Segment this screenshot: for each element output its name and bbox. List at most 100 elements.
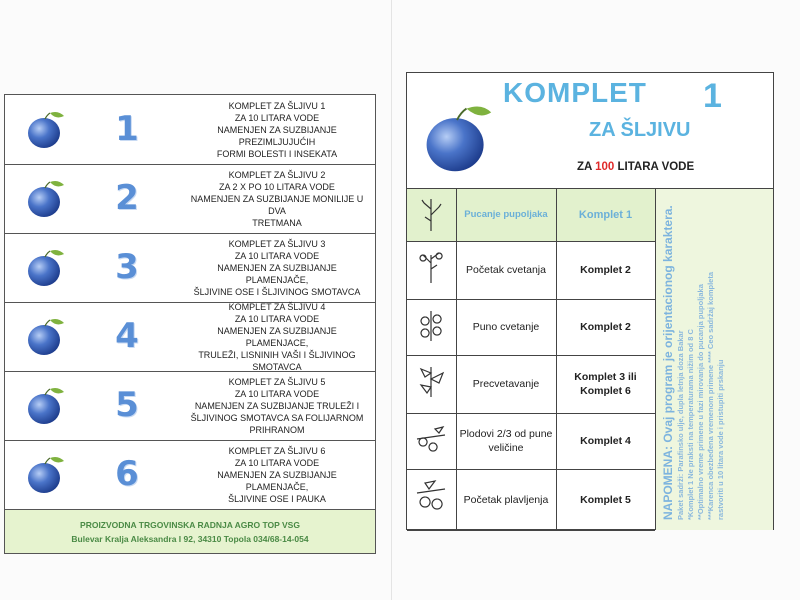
kit-description-line: ŠLJIVINE OSE I PAUKA: [228, 494, 326, 504]
program-number: 1: [703, 77, 722, 115]
stage-illustration-icon: [416, 426, 446, 452]
kit-description: KOMPLET ZA ŠLJIVU 2 ZA 2 X PO 10 LITARA V…: [185, 168, 369, 230]
kit-number: 2: [115, 178, 139, 218]
kit-name: Komplet 5: [556, 469, 656, 530]
kit-description-line: ZA 2 X PO 10 LITARA VODE: [219, 182, 335, 192]
kit-description-line: ZA 10 LITARA VODE: [234, 389, 320, 399]
plum-icon: [28, 112, 64, 148]
program-card: KOMPLET 1 ZA ŠLJIVU ZA 100 LITARA VODE N…: [406, 72, 774, 531]
water-suffix: LITARA VODE: [614, 161, 695, 173]
stage-image-cell: [407, 299, 457, 355]
plum-icon: [28, 250, 64, 286]
kit-description-line: KOMPLET ZA ŠLJIVU 5: [228, 377, 326, 387]
kit-row: 6 KOMPLET ZA ŠLJIVU 6 ZA 10 LITARA VODE NAM…: [5, 440, 375, 510]
stage-name: Precvetavanje: [456, 355, 557, 413]
kit-number: 1: [115, 109, 139, 149]
kit-row: 1 KOMPLET ZA ŠLJIVU 1 ZA 10 LITARA VODE NAM…: [5, 95, 375, 165]
stage-illustration-icon: [420, 311, 442, 341]
program-title: KOMPLET: [503, 77, 647, 108]
kit-description-line: NAMENJEN ZA SUZBIJANJE PREZIMLJUJUĆIH: [217, 125, 337, 147]
kit-description: KOMPLET ZA ŠLJIVU 1 ZA 10 LITARA VODE NAME…: [185, 99, 369, 161]
kit-name: Komplet 1: [556, 189, 656, 241]
water-prefix: ZA: [577, 161, 596, 173]
stage-name: Plodovi 2/3 od pune veličine: [456, 413, 557, 469]
company-footer: PROIZVODNA TRGOVINSKA RADNJA AGRO TOP VS…: [5, 510, 375, 553]
program-header: KOMPLET 1 ZA ŠLJIVU ZA 100 LITARA VODE: [407, 73, 773, 188]
kit-description-line: NAMENJEN ZA SUZBIJANJE PLAMENJAČE,: [217, 263, 337, 285]
note-line: *Komplet 1 Ne praksti na temperaturama n…: [686, 329, 695, 520]
kit-description-line: NAMENJEN ZA SUZBIJANJE MONILIJE U DVA: [190, 194, 364, 216]
note-line: Paket sadrži: Parafinsko ulje, dupla let…: [676, 330, 685, 520]
kit-description-line: PRIHRANOM: [249, 425, 305, 435]
stage-image-cell: [407, 355, 457, 413]
kit-description-line: TRETMANA: [252, 218, 302, 228]
kit-description-line: NAMENJEN ZA SUZBIJANJE PLAMENJAČE,: [217, 470, 337, 492]
company-name: PROIZVODNA TRGOVINSKA RADNJA AGRO TOP VS…: [80, 519, 300, 530]
note-line: ***Karenca obezbeđena vremenom primene *…: [706, 271, 715, 520]
kit-description-line: ZA 10 LITARA VODE: [234, 458, 320, 468]
kit-description-line: ZA 10 LITARA VODE: [234, 251, 320, 261]
stage-image-cell: [407, 413, 457, 469]
stage-image-cell: [407, 189, 457, 241]
plum-icon: [28, 319, 64, 355]
kit-description-line: KOMPLET ZA ŠLJIVU 3: [228, 239, 326, 249]
company-address: Bulevar Kralja Aleksandra I 92, 34310 To…: [71, 533, 309, 544]
plum-icon: [28, 388, 64, 424]
kit-description-line: SMOTAVCA: [252, 362, 302, 372]
stage-image-cell: [407, 469, 457, 530]
kit-number: 3: [115, 247, 139, 287]
kit-description-line: KOMPLET ZA ŠLJIVU 2: [228, 170, 326, 180]
plum-icon: [426, 106, 492, 172]
note-title: NAPOMENA: Ovaj program je orijentacionog…: [661, 205, 675, 520]
kit-row: 2 KOMPLET ZA ŠLJIVU 2 ZA 2 X PO 10 LITARA …: [5, 164, 375, 234]
stage-name: Puno cvetanje: [456, 299, 557, 355]
kit-number: 5: [115, 385, 139, 425]
kit-description: KOMPLET ZA ŠLJIVU 3 ZA 10 LITARA VODE NAME…: [185, 237, 369, 299]
stage-name: Početak cvetanja: [456, 241, 557, 299]
kit-name: Komplet 2: [556, 299, 656, 355]
kit-description-line: ZA 10 LITARA VODE: [234, 113, 320, 123]
kit-number: 4: [115, 316, 139, 356]
stage-illustration-icon: [421, 199, 442, 231]
kit-description-line: KOMPLET ZA ŠLJIVU 6: [228, 446, 326, 456]
kit-description-line: NAMENJEN ZA SUZBIJANJE TRULEŽI I: [194, 401, 360, 411]
stage-illustration-icon: [419, 252, 443, 283]
kit-description-line: ŠLJIVINE OSE I ŠLJIVINOG SMOTAVCA: [193, 287, 361, 297]
kit-description-line: FORMI BOLESTI I INSEKATA: [216, 149, 338, 159]
kit-description: KOMPLET ZA ŠLJIVU 5 ZA 10 LITARA VODE NAME…: [185, 375, 369, 437]
page-fold: [391, 0, 392, 600]
note-line: **Optimalno vreme primene u fazi mirovan…: [696, 284, 705, 520]
program-subtitle: ZA ŠLJIVU: [589, 119, 691, 141]
kit-description-line: TRULEŽI, LISNINIH VAŠI I ŠLJIVINOG: [198, 350, 356, 360]
kit-name: Komplet 3 ili Komplet 6: [556, 355, 656, 413]
water-amount-label: ZA 100 LITARA VODE: [577, 161, 694, 173]
stage-illustration-icon: [416, 480, 446, 510]
water-amount: 100: [595, 161, 615, 173]
kit-number: 6: [115, 454, 139, 494]
kit-description-line: KOMPLET ZA ŠLJIVU 4: [228, 302, 326, 312]
spray-schedule-table: NAPOMENA: Ovaj program je orijentacionog…: [407, 188, 773, 531]
kit-description-line: KOMPLET ZA ŠLJIVU 1: [228, 101, 326, 111]
kit-name: Komplet 2: [556, 241, 656, 299]
kit-name: Komplet 4: [556, 413, 656, 469]
note-box: NAPOMENA: Ovaj program je orijentacionog…: [655, 189, 773, 530]
stage-name: Početak plavljenja: [456, 469, 557, 530]
kit-row: 5 KOMPLET ZA ŠLJIVU 5 ZA 10 LITARA VODE NAM…: [5, 371, 375, 441]
kit-description-line: ŠLJIVINOG SMOTAVCA SA FOLIJARNOM: [190, 413, 364, 423]
plum-icon: [28, 457, 64, 493]
kit-list-panel: 1 KOMPLET ZA ŠLJIVU 1 ZA 10 LITARA VODE NAM…: [4, 94, 376, 554]
kit-row: 3 KOMPLET ZA ŠLJIVU 3 ZA 10 LITARA VODE NAM…: [5, 233, 375, 303]
stage-name: Pucanje pupoljaka: [456, 189, 557, 241]
note-line: rastvoriti u 10 litara vode i pristupiti…: [716, 359, 725, 520]
kit-description-line: ZA 10 LITARA VODE: [234, 314, 320, 324]
kit-description: KOMPLET ZA ŠLJIVU 6 ZA 10 LITARA VODE NAME…: [185, 444, 369, 506]
stage-illustration-icon: [419, 367, 445, 397]
